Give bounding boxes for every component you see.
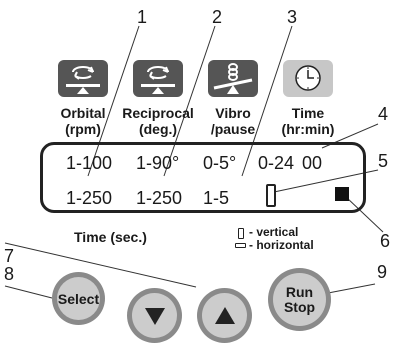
callout-1: 1 (137, 7, 148, 27)
status-indicator-square (335, 187, 349, 201)
callout-5: 5 (378, 151, 389, 171)
legend-horizontal-symbol (235, 243, 246, 248)
orbital-time-range: 1-250 (66, 188, 113, 208)
legend-horizontal-text: - horizontal (249, 238, 314, 252)
leader-line-7 (4, 242, 197, 288)
callout-4: 4 (378, 104, 389, 124)
legend-vertical-text: - vertical (249, 225, 299, 239)
leader-line-2 (163, 25, 216, 177)
leader-line-8 (4, 285, 53, 299)
reciprocal-deg-range: 1-90° (136, 153, 180, 173)
reciprocal-time-range: 1-250 (136, 188, 183, 208)
orbital-label-line2: (rpm) (65, 121, 101, 137)
stop-label: Stop (283, 298, 316, 315)
reciprocal-label-line1: Reciprocal (122, 105, 194, 121)
callout-7: 7 (4, 246, 15, 266)
callout-3: 3 (287, 7, 298, 27)
orbital-label-line1: Orbital (60, 105, 106, 121)
vertical-position-indicator (266, 184, 276, 207)
callout-6: 6 (380, 231, 391, 251)
callout-8: 8 (4, 264, 15, 284)
orbital-rotation-icon (58, 60, 108, 97)
run-stop-button[interactable]: Run Stop (273, 273, 326, 326)
reciprocal-rotation-icon (133, 60, 183, 97)
arrow-up-icon (214, 306, 235, 324)
leader-line-5 (273, 169, 379, 193)
clock-icon (283, 60, 333, 97)
reciprocal-label-line2: (deg.) (138, 121, 178, 137)
time-seconds-label: Time (sec.) (74, 229, 147, 245)
vibro-deg-range: 0-5° (203, 153, 237, 173)
select-button-label: Select (57, 290, 100, 307)
run-label: Run (285, 283, 314, 300)
callout-2: 2 (212, 7, 223, 27)
select-button[interactable]: Select (57, 277, 100, 320)
up-button[interactable] (202, 293, 247, 338)
vibro-label-line2: /pause (210, 121, 256, 137)
time-label-line1: Time (291, 105, 325, 121)
time-label: Time (hr:min) (263, 105, 353, 137)
vibro-label: Vibro /pause (188, 105, 278, 137)
time-minute-digits: 00 (302, 153, 323, 173)
leader-line-3 (241, 25, 293, 177)
arrow-down-icon (144, 307, 165, 325)
leader-line-1 (87, 25, 140, 177)
callout-9: 9 (377, 262, 388, 282)
vibro-spring-icon (208, 60, 258, 97)
lcd-display (40, 142, 366, 213)
reciprocal-label: Reciprocal (deg.) (113, 105, 203, 137)
down-button[interactable] (132, 293, 177, 338)
orbital-rpm-range: 1-100 (66, 153, 113, 173)
legend-vertical-symbol (238, 228, 244, 239)
vibro-pause-range: 1-5 (203, 188, 230, 208)
vibro-label-line1: Vibro (215, 105, 251, 121)
time-label-line2: (hr:min) (281, 121, 335, 137)
time-hour-range: 0-24 (258, 153, 295, 173)
orbital-label: Orbital (rpm) (38, 105, 128, 137)
